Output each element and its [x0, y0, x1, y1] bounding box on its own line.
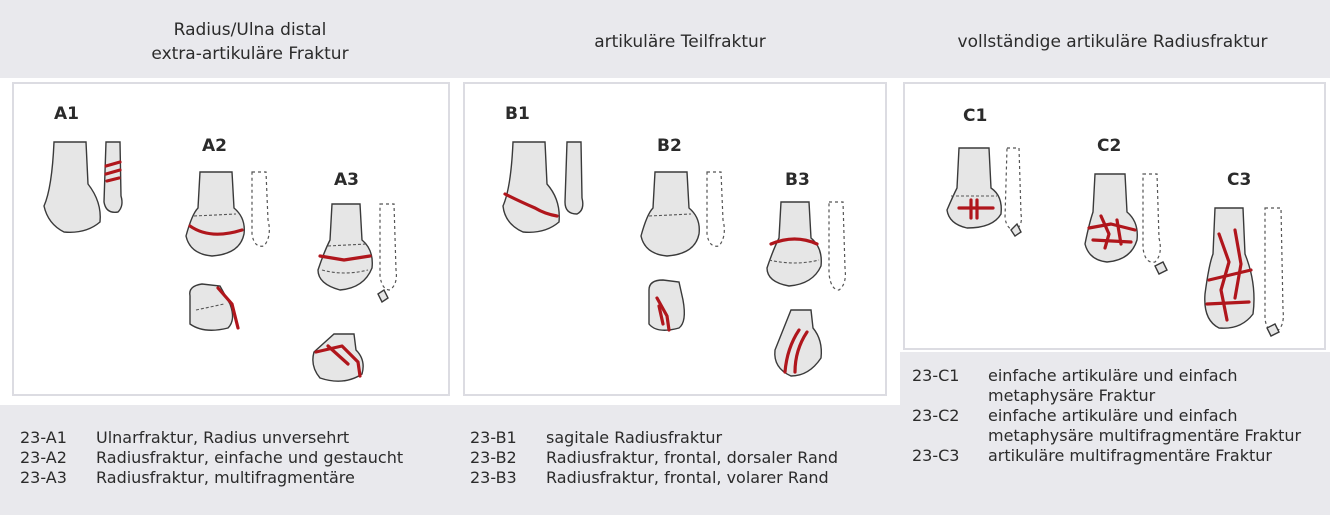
header-group-b: artikuläre Teilfraktur [470, 30, 890, 54]
panel-a-drawing [14, 84, 452, 398]
legend-text: Radiusfraktur, frontal, volarer Rand [546, 468, 895, 488]
legend-text: einfache artikuläre und einfach metaphys… [988, 366, 1322, 406]
a1-illustration [44, 142, 122, 232]
panel-group-a: A1 A2 A3 [12, 82, 450, 396]
label-b3: B3 [785, 170, 810, 190]
panel-b-drawing [465, 84, 889, 398]
legend-text: artikuläre multifragmentäre Fraktur [988, 446, 1322, 466]
a3-illustration [313, 204, 397, 381]
label-a1: A1 [54, 104, 79, 124]
legend-text: Radiusfraktur, einfache und gestaucht [96, 448, 450, 468]
label-c1: C1 [963, 106, 987, 126]
b1-illustration [503, 142, 583, 232]
legend-text: Ulnarfraktur, Radius unversehrt [96, 428, 450, 448]
panel-group-b: B1 B2 B3 [463, 82, 887, 396]
c3-illustration [1205, 208, 1284, 336]
header-a-line1: Radius/Ulna distal [60, 18, 440, 42]
legend-code: 23-B1 [470, 428, 546, 448]
a2-illustration [186, 172, 269, 330]
label-a3: A3 [334, 170, 359, 190]
legend-text: sagitale Radiusfraktur [546, 428, 895, 448]
b3-illustration [767, 202, 845, 376]
legend-text: Radiusfraktur, multifragmentäre [96, 468, 450, 488]
legend-code: 23-C3 [912, 446, 988, 466]
c2-illustration [1085, 174, 1167, 274]
label-c2: C2 [1097, 136, 1121, 156]
legend-code: 23-C1 [912, 366, 988, 406]
header-group-c: vollständige artikuläre Radiusfraktur [905, 30, 1320, 54]
legend-code: 23-A2 [20, 448, 96, 468]
legend-text: Radiusfraktur, frontal, dorsaler Rand [546, 448, 895, 468]
label-b1: B1 [505, 104, 530, 124]
label-c3: C3 [1227, 170, 1251, 190]
legend-text: einfache artikuläre und einfach metaphys… [988, 406, 1322, 446]
header-group-a: Radius/Ulna distal extra-artikuläre Frak… [60, 18, 440, 66]
b2-illustration [641, 172, 724, 330]
c1-illustration [947, 148, 1021, 236]
legend-code: 23-B2 [470, 448, 546, 468]
label-b2: B2 [657, 136, 682, 156]
panel-group-c: C1 C2 C3 [903, 82, 1326, 350]
legend-code: 23-C2 [912, 406, 988, 446]
header-a-line2: extra-artikuläre Fraktur [60, 42, 440, 66]
legend-code: 23-B3 [470, 468, 546, 488]
legend-code: 23-A1 [20, 428, 96, 448]
label-a2: A2 [202, 136, 227, 156]
legend-code: 23-A3 [20, 468, 96, 488]
